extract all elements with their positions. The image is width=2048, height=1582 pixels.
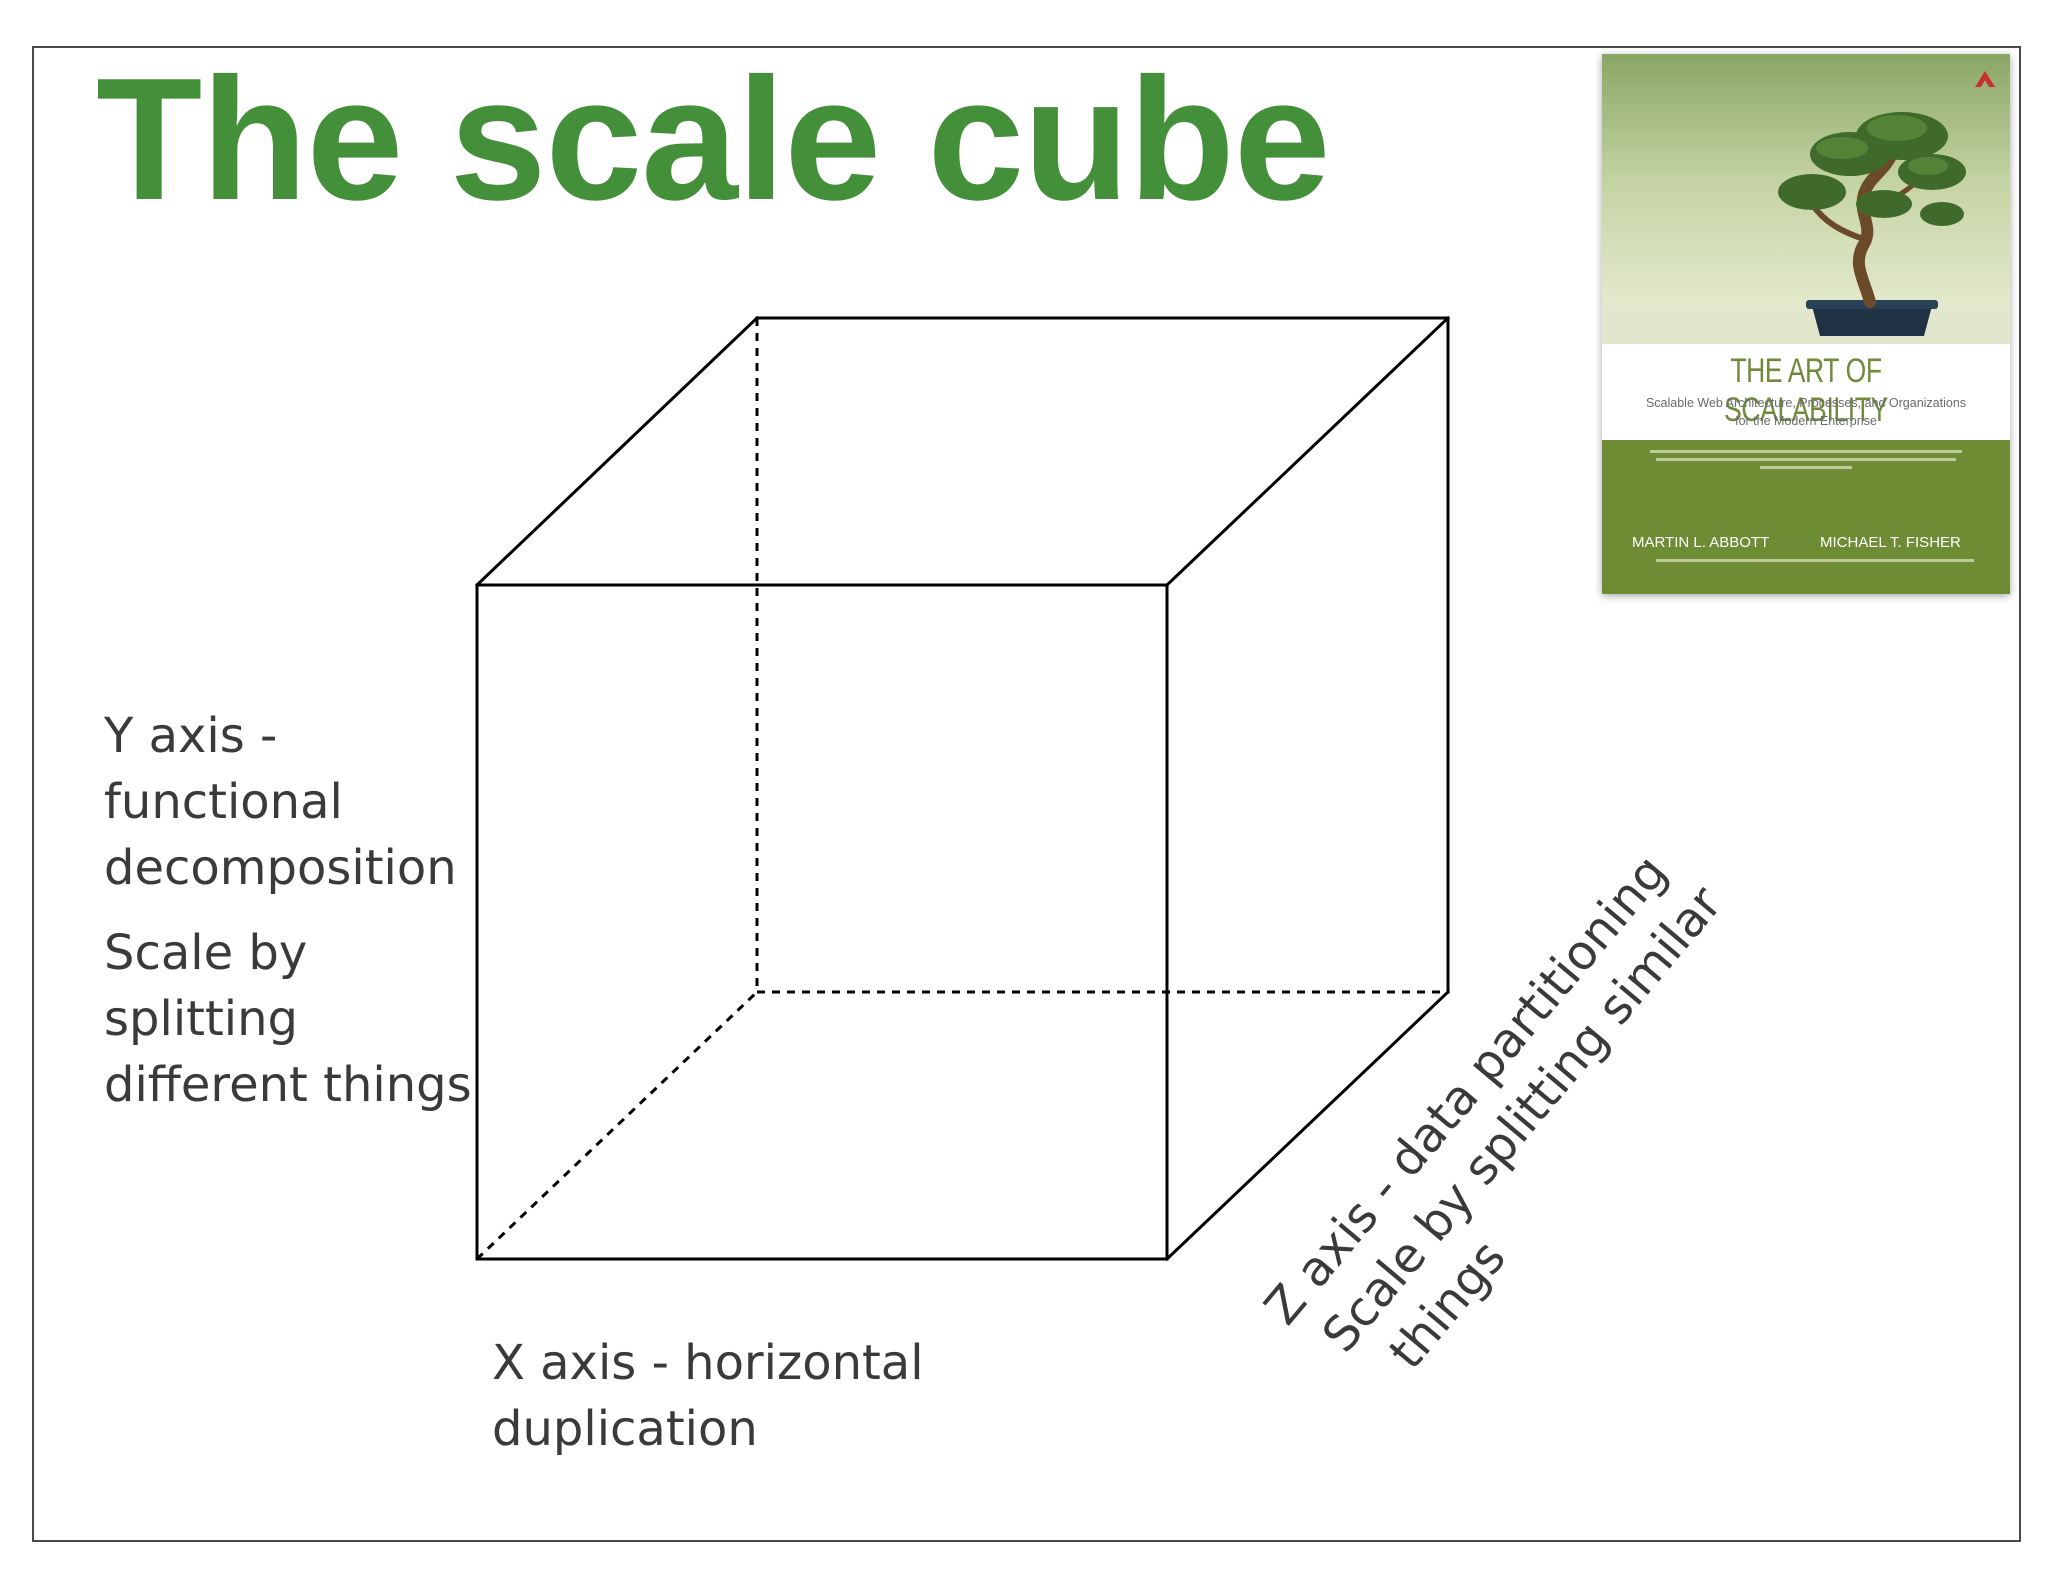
book-subtitle-line1: Scalable Web Architecture, Processes, an… bbox=[1645, 396, 1967, 410]
y-scale-line3: different things bbox=[104, 1057, 472, 1113]
book-foreword-text bbox=[1656, 559, 1974, 562]
book-author-2: MICHAEL T. FISHER bbox=[1820, 534, 1961, 551]
book-cover-green-band bbox=[1602, 440, 2010, 594]
y-axis-line1: Y axis - bbox=[104, 708, 278, 764]
book-cover-image: THE ART OF SCALABILITY Scalable Web Arch… bbox=[1602, 54, 2010, 594]
cube-top-right-connector bbox=[1164, 315, 1451, 588]
cube-bottom-right-connector bbox=[1164, 989, 1451, 1262]
slide-title: The scale cube bbox=[96, 41, 1331, 236]
book-subtitle: Scalable Web Architecture, Processes, an… bbox=[1602, 394, 2010, 430]
y-scale-line2: splitting bbox=[104, 991, 299, 1047]
y-axis-line2: functional bbox=[104, 774, 343, 830]
cube-front-face bbox=[475, 583, 1169, 1261]
y-axis-scale-note: Scale by splitting different things bbox=[104, 920, 472, 1118]
publisher-logo-icon bbox=[1975, 71, 1995, 87]
cube-top-left-connector bbox=[474, 315, 760, 588]
y-axis-line3: decomposition bbox=[104, 840, 457, 896]
slide-frame bbox=[32, 46, 2021, 1542]
x-axis-line1: X axis - horizontal bbox=[492, 1335, 924, 1391]
book-title: THE ART OF SCALABILITY bbox=[1724, 352, 1888, 429]
x-axis-line2: duplication bbox=[492, 1401, 758, 1457]
y-scale-line1: Scale by bbox=[104, 925, 308, 981]
y-axis-label: Y axis - functional decomposition bbox=[104, 703, 457, 901]
bonsai-tree-illustration bbox=[1602, 112, 2010, 344]
book-author-1: MARTIN L. ABBOTT bbox=[1632, 534, 1770, 551]
x-axis-label: X axis - horizontal duplication bbox=[492, 1330, 924, 1462]
cube-hidden-diagonal-edge bbox=[475, 990, 759, 1261]
book-subtitle-line2: for the Modern Enterprise bbox=[1735, 414, 1877, 428]
book-endorsement-text bbox=[1650, 450, 1962, 469]
